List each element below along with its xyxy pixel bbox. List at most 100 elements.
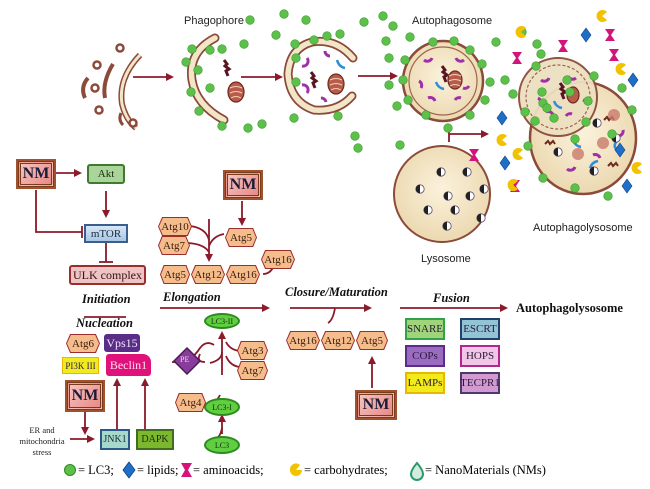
lc3-dot xyxy=(523,141,533,151)
aminoacid-icon xyxy=(512,52,522,64)
lipid-icon xyxy=(627,72,639,88)
lc3-dot xyxy=(581,117,591,127)
lc3-dot xyxy=(465,110,475,120)
legend-lc3-icon xyxy=(64,464,76,476)
lc3-dot xyxy=(532,39,542,49)
lc3-dot xyxy=(257,119,267,129)
lipid-icon xyxy=(614,142,626,158)
lc3-dot xyxy=(395,140,405,150)
lc3-dot xyxy=(194,106,204,116)
lc3-dot xyxy=(627,105,637,115)
lc3-dot xyxy=(491,37,501,47)
atg6-hex: Atg6 xyxy=(67,335,99,352)
lc3-dot xyxy=(243,123,253,133)
lc3-dot xyxy=(378,11,388,21)
closure-atg5-hex: Atg5 xyxy=(357,332,387,349)
lc3-dot xyxy=(205,83,215,93)
pe-label: PE xyxy=(180,355,190,364)
lc3-i-oval: LC3-I xyxy=(204,398,240,416)
lc3-dot xyxy=(583,96,593,106)
carbohydrate-icon xyxy=(496,134,507,147)
nm-box-nucleation: NM xyxy=(65,380,105,412)
lc3-ii-oval: LC3-II xyxy=(204,313,240,329)
lc3-dot xyxy=(291,77,301,87)
lc3-dot xyxy=(291,53,301,63)
lc3-dot xyxy=(392,101,402,111)
lc3-dot xyxy=(603,191,613,201)
lc3-dot xyxy=(531,61,541,71)
lc3-dot xyxy=(193,65,203,75)
stage-initiation: Initiation xyxy=(82,292,131,306)
lc3-dot xyxy=(428,37,438,47)
lc3-dot xyxy=(279,9,289,19)
fusion-hops-box: HOPS xyxy=(460,345,500,367)
enzyme-ball-shade xyxy=(450,205,455,215)
lc3-dot xyxy=(465,45,475,55)
lc3-oval: LC3 xyxy=(204,436,240,454)
molecules xyxy=(469,10,642,194)
enzyme-ball-shade xyxy=(476,213,481,223)
lc3-dot xyxy=(384,80,394,90)
atg10-hex: Atg10 xyxy=(159,218,191,235)
carbohydrate-icon xyxy=(515,26,526,38)
stage-elongation: Elongation xyxy=(163,290,221,304)
atg7-hex: Atg7 xyxy=(159,237,189,254)
pe-diamond xyxy=(172,346,202,376)
dapk-box: DAPK xyxy=(136,429,174,450)
carbohydrate-icon xyxy=(512,148,523,161)
pi3k-box: PI3K III xyxy=(62,357,99,374)
fusion-cops-box: COPs xyxy=(405,345,445,367)
enzyme-ball-shade xyxy=(423,205,428,215)
lc3-dot xyxy=(403,95,413,105)
beclin1-box: Beclin1 xyxy=(106,354,151,376)
lc3-dot xyxy=(565,87,575,97)
enzyme-ball-shade xyxy=(436,167,441,177)
fusion-tecpr1-box: TECPR1 xyxy=(460,372,500,394)
er-stress-label: ER and mitochondria stress xyxy=(19,425,65,457)
enzyme-ball-shade xyxy=(553,147,558,157)
lc3-dot xyxy=(485,77,495,87)
lc3-dot xyxy=(239,39,249,49)
lc3-dot xyxy=(405,32,415,42)
lc3-dot xyxy=(538,173,548,183)
enzyme-ball-shade xyxy=(465,191,470,201)
arrow-to-lysosome-fusion xyxy=(448,126,487,142)
lipid-icon xyxy=(496,110,508,126)
jnk1-box: JNK1 xyxy=(100,429,130,450)
autophagolysosome xyxy=(518,57,638,196)
stage-closure-maturation: Closure/Maturation xyxy=(285,285,388,299)
fusion-lamps-box: LAMPs xyxy=(405,372,445,394)
lc3-dot xyxy=(289,113,299,123)
lc3-dot xyxy=(290,39,300,49)
nm-box-left: NM xyxy=(16,159,56,189)
ulk-complex-box: ULK complex xyxy=(69,265,146,285)
atg5-hex: Atg5 xyxy=(161,266,189,283)
lc3-dot xyxy=(589,71,599,81)
lc3-dot xyxy=(322,31,332,41)
lc3-dot xyxy=(549,113,559,123)
mtor-box: mTOR xyxy=(84,224,128,243)
lc3-dot xyxy=(181,57,191,67)
vps15-box: Vps15 xyxy=(104,334,140,352)
atg12-hex: Atg12 xyxy=(192,266,224,283)
signalling-arrows xyxy=(35,169,508,443)
lc3-dot xyxy=(508,89,518,99)
lc3-dot xyxy=(353,143,363,153)
nm-box-closure: NM xyxy=(355,390,397,420)
lc3-dots xyxy=(181,9,637,201)
autophagosome-label: Autophagosome xyxy=(412,15,493,27)
lc3-dot xyxy=(421,110,431,120)
legend-carbohydrate-icon xyxy=(289,463,302,476)
enzyme-ball-shade xyxy=(442,221,447,231)
lc3-dot xyxy=(607,129,617,139)
aminoacid-icon xyxy=(469,149,479,161)
lipid-icon xyxy=(580,27,592,43)
lc3-dot xyxy=(384,53,394,63)
lc3-dot xyxy=(398,75,408,85)
atg16-hex: Atg16 xyxy=(227,266,259,283)
akt-box: Akt xyxy=(87,164,125,184)
lc3-dot xyxy=(205,45,215,55)
lc3-dot xyxy=(480,95,490,105)
phagophore xyxy=(186,33,245,125)
